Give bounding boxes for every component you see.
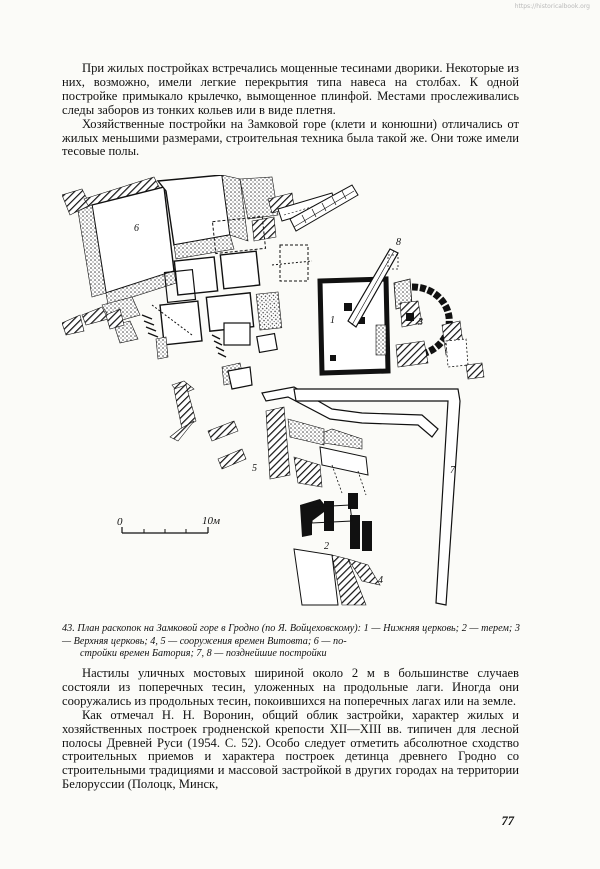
label-4: 4: [378, 575, 383, 586]
caption-line-2: стройки времен Батория; 7, 8 — позднейши…: [80, 648, 327, 660]
watermark: https://historicalbook.org: [514, 3, 590, 10]
page-number: 77: [501, 814, 515, 828]
label-8: 8: [396, 237, 401, 248]
label-7: 7: [450, 465, 456, 476]
scattered-ruins: [62, 306, 253, 470]
scale-start-label: 0: [117, 516, 123, 528]
label-1: 1: [330, 315, 335, 326]
excavation-plan: 0 10м 6 8 1 3 5 7 2 4: [62, 175, 485, 606]
church-complex: [317, 248, 485, 380]
scale-end-label: 10м: [202, 515, 220, 527]
top-text: При жилых постройках встречались мощенны…: [62, 61, 519, 159]
paragraph: Хозяйственные постройки на Замковой горе…: [62, 116, 519, 159]
terem-and-vitovt: [265, 406, 381, 606]
scale-bar: 0 10м: [117, 515, 220, 534]
caption-line-1: 43. План раскопок на Замковой горе в Гро…: [62, 623, 520, 647]
label-6: 6: [134, 223, 139, 234]
label-3: 3: [417, 317, 423, 328]
paragraph: Как отмечал Н. Н. Воронин, общий облик з…: [62, 707, 519, 792]
paragraph: Настилы уличных мостовых шириной около 2…: [62, 666, 519, 708]
timber-buildings: [141, 215, 313, 358]
later-building-7: [261, 386, 461, 606]
bottom-text: Настилы уличных мостовых шириной около 2…: [62, 666, 519, 792]
paragraph: При жилых постройках встречались мощенны…: [62, 61, 519, 117]
label-5: 5: [252, 463, 257, 474]
excavation-plan-figure: 0 10м 6 8 1 3 5 7 2 4: [62, 175, 502, 610]
figure-caption: 43. План раскопок на Замковой горе в Гро…: [62, 623, 520, 661]
label-2: 2: [324, 541, 329, 552]
road-upper: [289, 184, 359, 232]
